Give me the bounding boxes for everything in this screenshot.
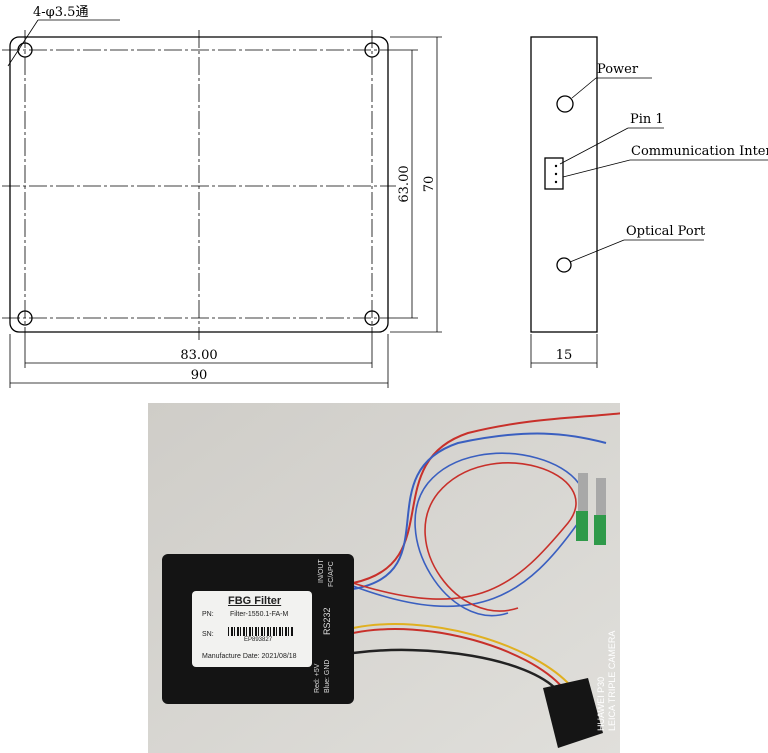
- sn-label: SN:: [202, 631, 214, 638]
- port-fc: FC/APC: [328, 561, 335, 587]
- manufacture-date: Manufacture Date: 2021/08/18: [202, 653, 297, 660]
- rs232-label: RS232: [322, 607, 332, 635]
- pn-value: Filter-1550.1-FA-M: [230, 611, 289, 618]
- pn-label: PN:: [202, 611, 214, 618]
- camera-watermark-2: LEICA TRIPLE CAMERA: [607, 630, 617, 731]
- product-photo: FBG Filter PN: Filter-1550.1-FA-M SN: EP…: [148, 403, 620, 753]
- dim-inner-width: 83.00: [180, 348, 217, 363]
- label-comm: Communication Interface: [631, 144, 768, 159]
- side-outline: [530, 36, 598, 333]
- hole-callout: 4-φ3.5通: [33, 5, 88, 20]
- comm-connector: [544, 157, 564, 190]
- power-red: Red: +5V: [314, 663, 321, 693]
- optical-port: [556, 257, 572, 273]
- barcode: [228, 627, 294, 636]
- camera-watermark: HUAWEI P30: [596, 676, 606, 731]
- mechanical-drawing: 4-φ3.5通 63.00 70 83.00 90 15 Power Pin 1…: [2, 5, 768, 388]
- power-blue: Blue: GND: [324, 659, 331, 693]
- label-optical: Optical Port: [626, 224, 706, 239]
- dim-depth: 15: [556, 348, 573, 363]
- sn-value: EP893827: [244, 637, 273, 643]
- dim-outer-width: 90: [191, 368, 208, 383]
- product-label: FBG Filter PN: Filter-1550.1-FA-M SN: EP…: [192, 591, 312, 667]
- dim-outer-height: 70: [422, 176, 437, 193]
- label-power: Power: [597, 62, 639, 77]
- dim-inner-height: 63.00: [397, 165, 412, 202]
- power-port: [556, 95, 574, 113]
- label-pin1: Pin 1: [630, 112, 664, 127]
- port-inout: IN/OUT: [318, 559, 325, 583]
- label-title: FBG Filter: [228, 595, 282, 607]
